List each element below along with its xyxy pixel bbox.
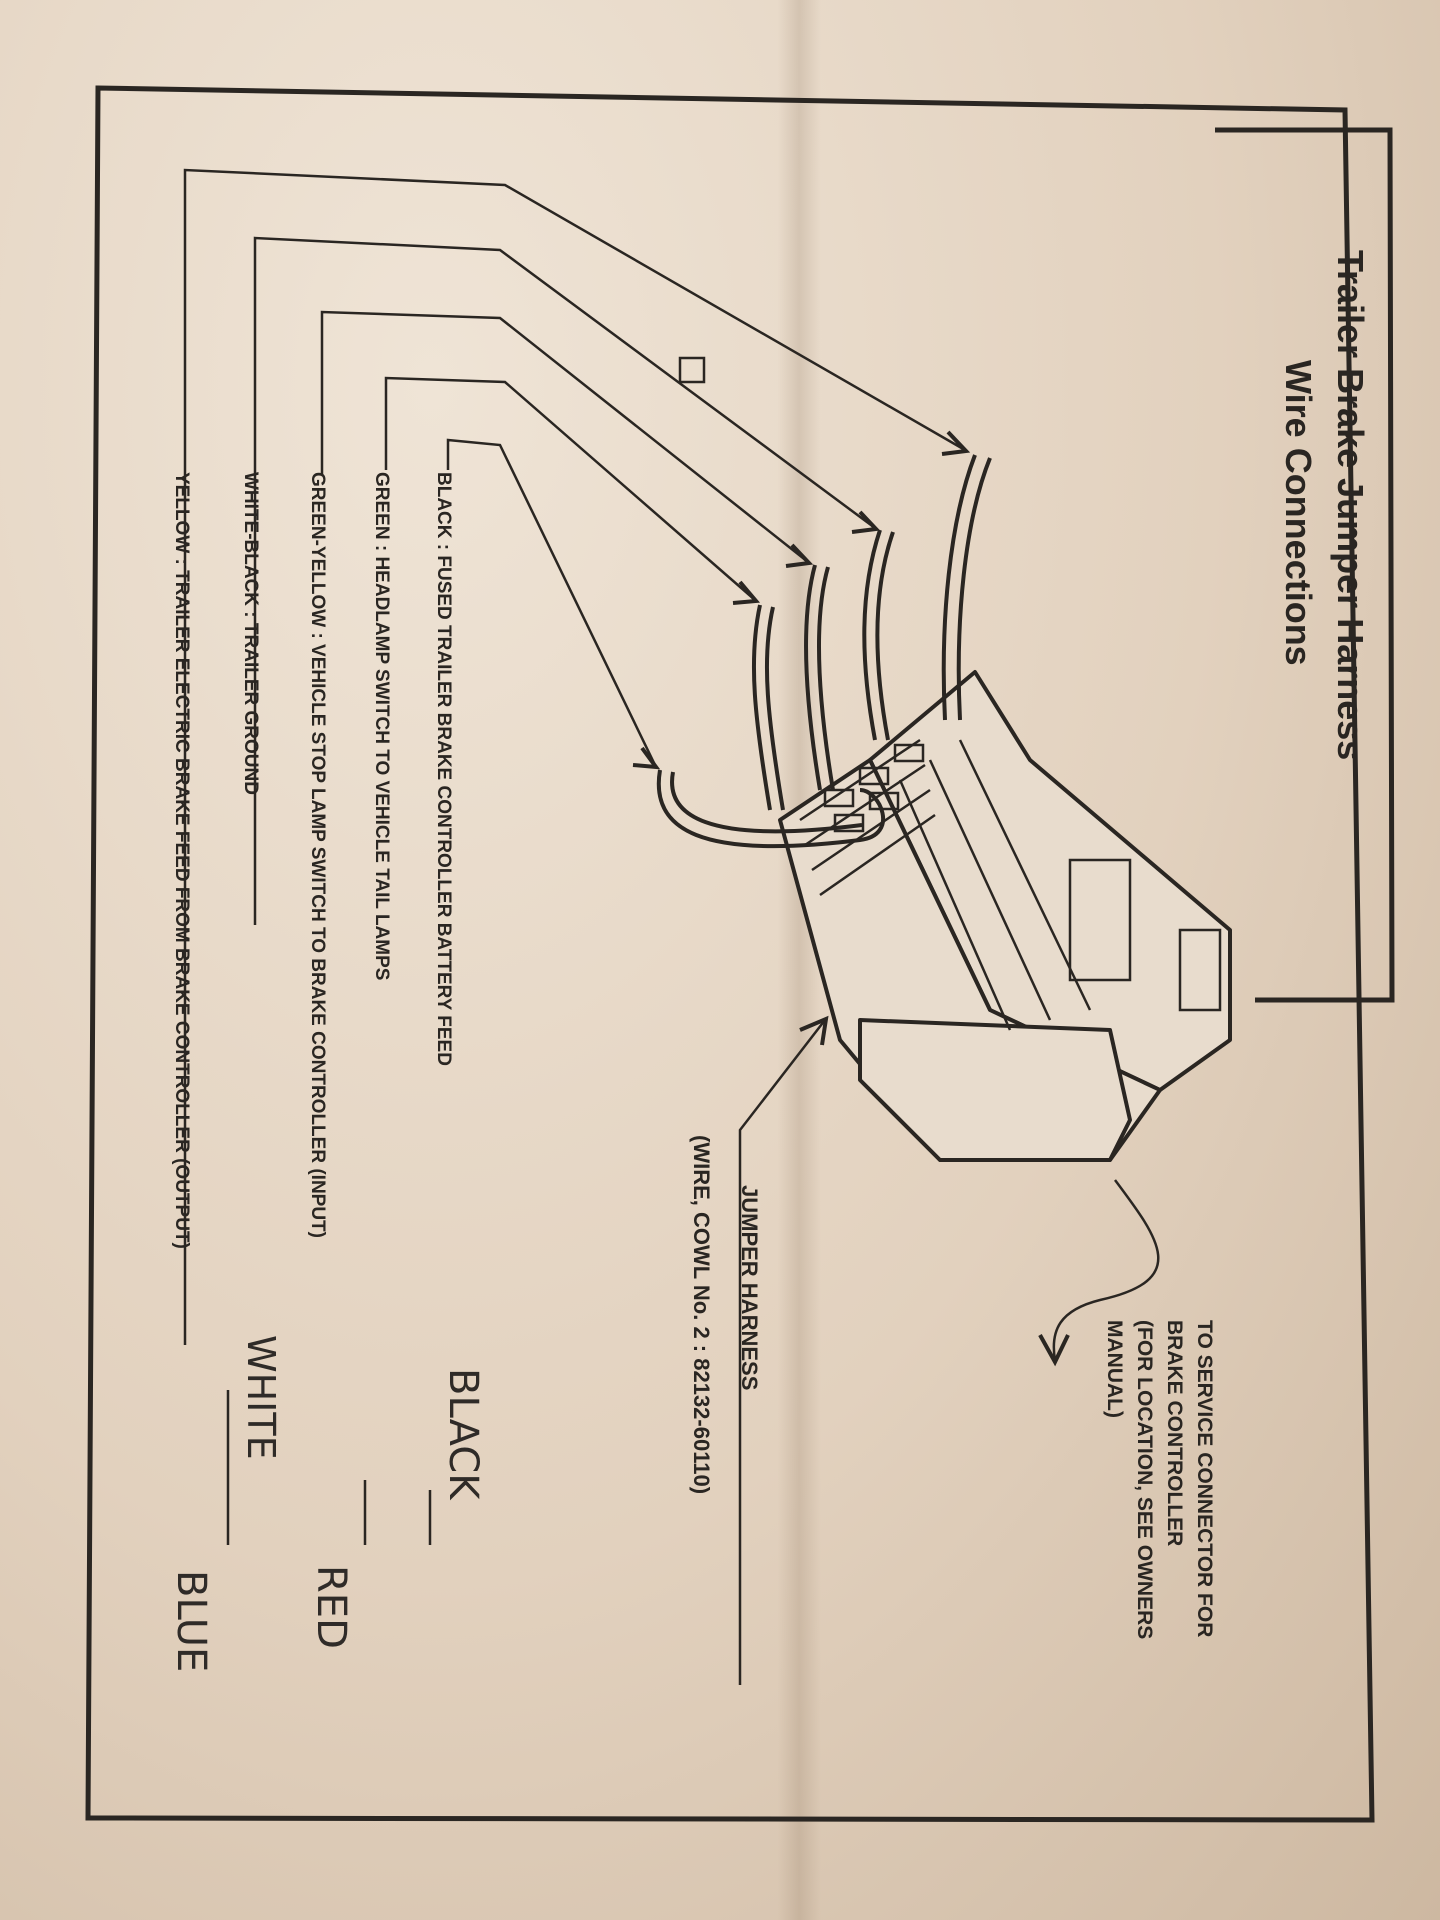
title-box [1215,127,1395,1003]
wire-black-drawn-b [670,771,863,834]
label-green: GREEN : HEADLAMP SWITCH TO VEHICLE TAIL … [371,472,392,980]
connector-ridge-3 [958,739,1092,1011]
wire-yellow-drawn [941,454,977,721]
jumper-leader [738,1019,826,1685]
harness-wires [656,454,992,849]
connector-latch [1068,858,1132,982]
jumper-harness-callout: JUMPER HARNESS (WIRE, COWL No. 2 : 82132… [689,1015,829,1685]
handwritten-red: RED [308,1565,354,1649]
leader-black [446,438,657,766]
wire-green-yellow-drawn-b [816,566,835,791]
outer-border [85,85,1375,1823]
title-group: Trailer Brake Jumper Harness Wire Connec… [1278,250,1371,760]
wire-green-yellow-drawn [803,564,822,791]
handwritten-white: WHITE [239,1335,283,1460]
handwritten-black: BLACK [440,1368,486,1501]
reference-square [678,356,706,384]
terminal-2 [858,766,890,786]
leader-white-black [253,236,876,925]
leader-yellow [183,168,966,1345]
label-green-yellow: GREEN-YELLOW : VEHICLE STOP LAMP SWITCH … [307,472,328,1238]
jumper-line-1: JUMPER HARNESS [737,1185,762,1390]
service-line-1: TO SERVICE CONNECTOR FOR [1193,1320,1216,1637]
leader-lines [183,168,971,1345]
terminal-5 [868,791,900,811]
wire-black-drawn [656,769,885,849]
wire-white-black-drawn [862,529,882,741]
connector-tab [1178,928,1222,1012]
connector-plug [858,1018,1132,1162]
wire-white-black-drawn-b [875,531,895,741]
handwritten-notes: BLACK RED WHITE BLUE [168,1335,486,1672]
arrow-white-black [851,510,881,534]
service-line-2: BRAKE CONTROLLER [1163,1320,1186,1546]
wire-yellow-drawn-b [956,457,992,721]
wire-green-drawn-b [764,606,785,811]
connector-ridge-1 [898,779,1012,1031]
title-line-2: Wire Connections [1278,360,1319,666]
jumper-line-2: (WIRE, COWL No. 2 : 82132-60110) [689,1135,714,1494]
arrow-green-yellow [785,543,814,568]
label-yellow: YELLOW : TRAILER ELECTRIC BRAKE FEED FRO… [171,472,192,1249]
label-white-black: WHITE-BLACK : TRAILER GROUND [240,472,261,795]
service-line-3: (FOR LOCATION, SEE OWNERS [1133,1320,1156,1639]
label-underlines [226,1390,432,1545]
service-leader [1052,1179,1160,1361]
arrow-yellow [941,430,971,456]
terminal-4 [833,813,865,833]
connector-ridge-2 [928,759,1052,1021]
leader-green [384,376,756,601]
terminal-3 [893,743,925,763]
title-line-1: Trailer Brake Jumper Harness [1330,250,1371,760]
service-line-4: MANUAL) [1103,1320,1126,1418]
label-black: BLACK : FUSED TRAILER BRAKE CONTROLLER B… [433,472,454,1066]
handwritten-blue: BLUE [168,1570,214,1672]
leader-green-yellow [320,310,809,563]
terminal-1 [823,788,855,808]
arrow-black [632,746,661,770]
arrow-green [732,580,761,605]
jumper-arrow [799,1015,829,1046]
wire-labels: BLACK : FUSED TRAILER BRAKE CONTROLLER B… [171,472,454,1249]
connector-drawing [778,670,1232,1162]
service-arrow [1038,1334,1070,1367]
wire-green-drawn [751,604,772,811]
service-connector-callout: TO SERVICE CONNECTOR FOR BRAKE CONTROLLE… [1038,1179,1216,1639]
